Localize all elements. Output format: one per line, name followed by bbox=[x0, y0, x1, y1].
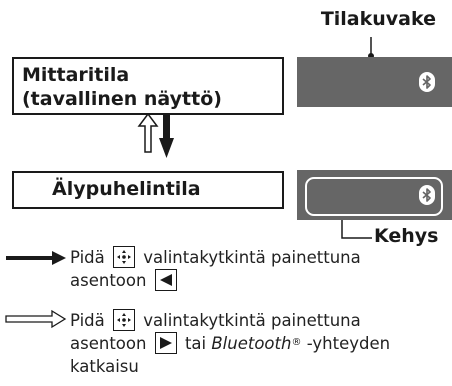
status-icon-label: Tilakuvake bbox=[320, 8, 436, 30]
smartphone-display-screen bbox=[297, 170, 452, 220]
smartphone-mode-title: Älypuhelintila bbox=[52, 178, 201, 200]
legend1-middle: valintakytkintä painettuna bbox=[143, 248, 361, 267]
meter-mode-box: Mittaritila (tavallinen näyttö) bbox=[12, 57, 284, 115]
legend-solid-arrow bbox=[6, 251, 66, 265]
legend2-middle: valintakytkintä painettuna bbox=[143, 311, 361, 330]
smartphone-mode-box: Älypuhelintila bbox=[12, 171, 284, 209]
joystick-icon bbox=[113, 245, 136, 268]
legend2-line2-prefix: asentoon bbox=[70, 334, 147, 353]
legend2-prefix: Pidä bbox=[70, 311, 105, 330]
frame-label: Kehys bbox=[374, 225, 439, 247]
joystick-icon bbox=[113, 308, 136, 331]
up-outline-arrow bbox=[137, 112, 159, 153]
status-icon-label-area: Tilakuvake bbox=[0, 0, 452, 40]
legend2-tai: tai bbox=[184, 334, 207, 353]
meter-mode-title: Mittaritila bbox=[22, 64, 130, 86]
down-solid-arrow bbox=[159, 113, 174, 158]
legend2-line2-suffix: -yhteyden bbox=[306, 334, 391, 353]
meter-mode-subtitle: (tavallinen näyttö) bbox=[22, 88, 222, 110]
bluetooth-icon bbox=[419, 72, 435, 92]
meter-display-screen bbox=[297, 57, 452, 107]
legend2-bluetooth-word: Bluetooth bbox=[211, 334, 292, 353]
legend1-line2: asentoon bbox=[70, 271, 147, 290]
screen-frame bbox=[305, 177, 443, 216]
legend-item-1: Pidä valintakytkintä painettuna asentoon bbox=[70, 245, 361, 292]
legend-item-2: Pidä valintakytkintä painettuna asentoon… bbox=[70, 308, 391, 378]
left-arrow-icon bbox=[154, 268, 177, 291]
right-arrow-icon bbox=[154, 331, 177, 354]
legend2-line3: katkaisu bbox=[70, 357, 139, 376]
legend-outline-arrow bbox=[5, 309, 67, 329]
bluetooth-icon bbox=[419, 185, 435, 205]
legend1-prefix: Pidä bbox=[70, 248, 105, 267]
frame-leader-line bbox=[341, 212, 372, 239]
legend2-registered: ® bbox=[291, 337, 302, 348]
